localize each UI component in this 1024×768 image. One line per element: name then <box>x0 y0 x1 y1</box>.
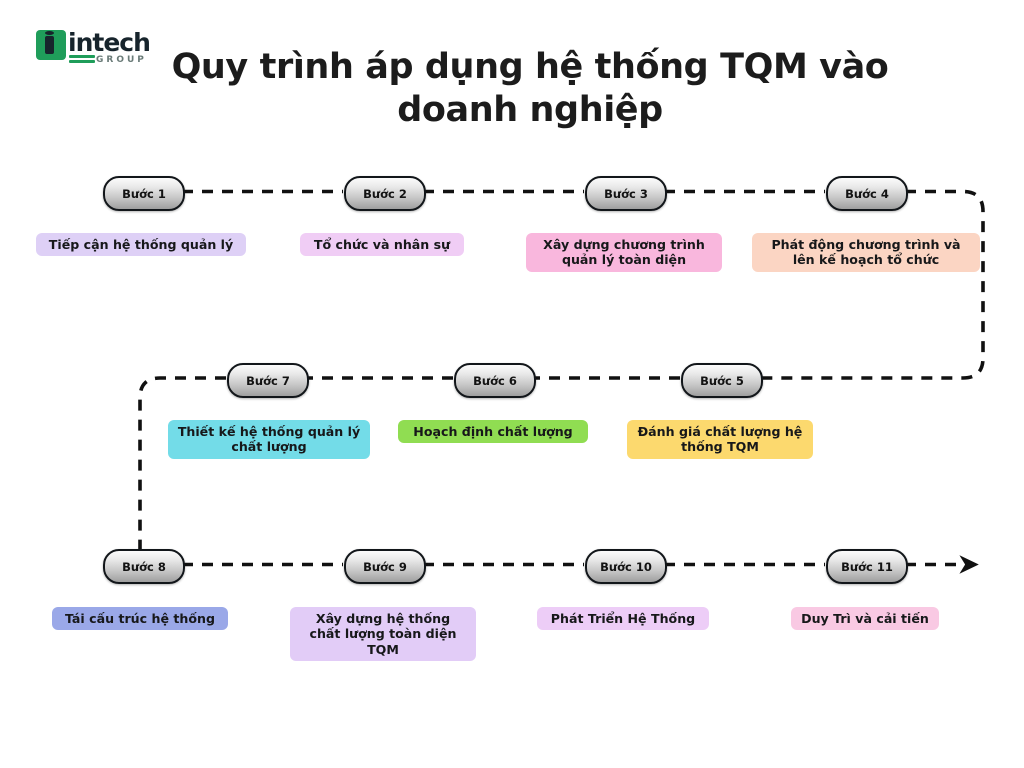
step-node-4[interactable]: Bước 4 <box>826 176 908 211</box>
step-node-2[interactable]: Bước 2 <box>344 176 426 211</box>
step-label-11: Duy Trì và cải tiến <box>791 607 939 631</box>
step-label-8: Tái cấu trúc hệ thống <box>52 607 228 631</box>
step-node-5[interactable]: Bước 5 <box>681 363 763 398</box>
logo-tagline: GROUP <box>96 55 147 65</box>
step-node-7[interactable]: Bước 7 <box>227 363 309 398</box>
step-node-10[interactable]: Bước 10 <box>585 549 667 584</box>
logo-mark-icon <box>36 30 66 60</box>
step-node-9[interactable]: Bước 9 <box>344 549 426 584</box>
step-label-2: Tổ chức và nhân sự <box>300 233 464 257</box>
logo-rule-top <box>69 55 95 58</box>
intech-group-logo: intech GROUP <box>36 28 154 72</box>
step-label-6: Hoạch định chất lượng <box>398 420 588 444</box>
logo-wordmark: intech <box>68 28 151 57</box>
step-label-4: Phát động chương trình và lên kế hoạch t… <box>752 233 980 272</box>
logo-rule-bottom <box>69 60 95 63</box>
step-label-7: Thiết kế hệ thống quản lý chất lượng <box>168 420 370 459</box>
step-node-3[interactable]: Bước 3 <box>585 176 667 211</box>
step-label-5: Đánh giá chất lượng hệ thống TQM <box>627 420 813 459</box>
step-label-9: Xây dựng hệ thống chất lượng toàn diện T… <box>290 607 476 662</box>
step-label-3: Xây dựng chương trình quản lý toàn diện <box>526 233 722 272</box>
step-label-10: Phát Triển Hệ Thống <box>537 607 709 631</box>
step-node-11[interactable]: Bước 11 <box>826 549 908 584</box>
step-node-1[interactable]: Bước 1 <box>103 176 185 211</box>
step-node-8[interactable]: Bước 8 <box>103 549 185 584</box>
step-node-6[interactable]: Bước 6 <box>454 363 536 398</box>
page-title: Quy trình áp dụng hệ thống TQM vào doanh… <box>171 47 889 130</box>
step-label-1: Tiếp cận hệ thống quản lý <box>36 233 246 257</box>
